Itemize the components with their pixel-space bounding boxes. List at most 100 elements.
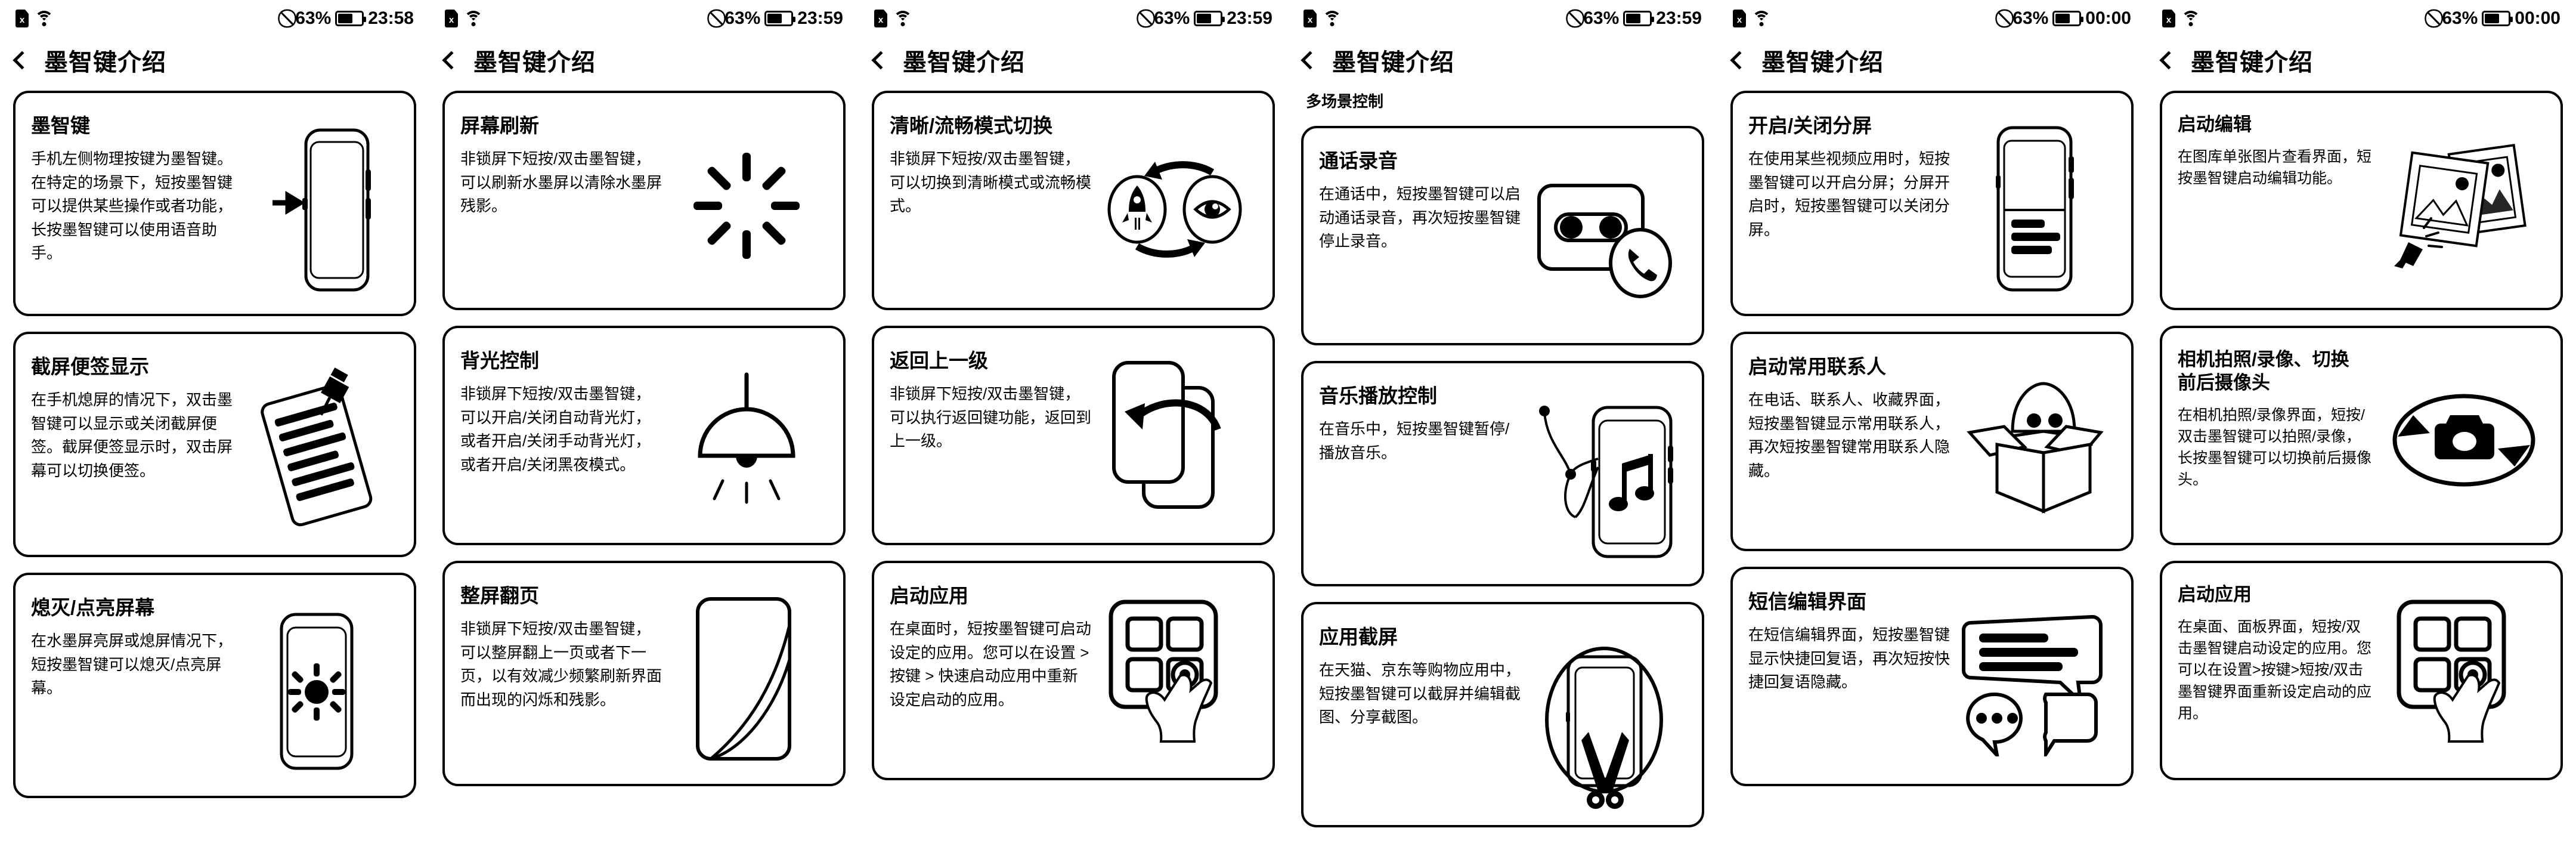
feature-card-body: 在桌面、面板界面，短按/双 击墨智键启动设定的应用。您 可以在设置>按键>短按/… xyxy=(2178,618,2372,722)
status-bar: ⃠ 63% 23:59 xyxy=(1288,0,1717,37)
sim-card-off-icon xyxy=(445,10,458,27)
status-bar: ⃠ 63% 23:59 xyxy=(429,0,859,37)
feature-card-list: 墨智键 手机左侧物理按键为墨智键。 在特定的场景下，短按墨智键 可以提供某些操作… xyxy=(0,84,429,798)
feature-card[interactable]: 返回上一级 非锁屏下短按/双击墨智键， 可以执行返回键功能，返回到 上一级。 xyxy=(872,326,1275,545)
sim-card-off-icon xyxy=(1733,10,1746,27)
feature-card[interactable]: 屏幕刷新 非锁屏下短按/双击墨智键， 可以刷新水墨屏以清除水墨屏 残影。 xyxy=(442,91,846,310)
page-title: 墨智键介绍 xyxy=(1761,50,1884,76)
feature-card[interactable]: 背光控制 非锁屏下短按/双击墨智键， 可以开启/关闭自动背光灯， 或者开启/关闭… xyxy=(442,326,846,545)
wifi-icon xyxy=(1323,11,1342,26)
feature-card[interactable]: 熄灭/点亮屏幕 在水墨屏亮屏或熄屏情况下， 短按墨智键可以熄灭/点亮屏 幕。 xyxy=(13,573,416,798)
feature-card[interactable]: 应用截屏 在天猫、京东等购物应用中， 短按墨智键可以截屏并编辑截 图、分享截图。 xyxy=(1301,602,1704,827)
back-chevron-icon[interactable] xyxy=(871,51,890,70)
feature-card-body: 在桌面时，短按墨智键可启动 设定的应用。您可以在设置 > 按键 > 快速启动应用… xyxy=(890,620,1092,709)
feature-card-title: 音乐播放控制 xyxy=(1319,385,1437,407)
back-chevron-icon[interactable] xyxy=(2159,51,2178,70)
earphones-music-icon xyxy=(1525,384,1686,568)
feature-card-text: 熄灭/点亮屏幕 在水墨屏亮屏或熄屏情况下， 短按墨智键可以熄灭/点亮屏 幕。 xyxy=(31,595,237,780)
status-right: ⃠ 63% 00:00 xyxy=(2438,8,2560,29)
feature-card-body: 在相机拍照/录像界面，短按/ 双击墨智键可以拍照/录像， 长按墨智键可以切换前后… xyxy=(2178,406,2372,489)
battery-percent: 63% xyxy=(1154,8,1190,28)
page-title: 墨智键介绍 xyxy=(44,50,166,76)
feature-card-text: 开启/关闭分屏 在使用某些视频应用时，短按 墨智键可以开启分屏；分屏开 启时，短… xyxy=(1748,113,1954,298)
feature-card-body: 非锁屏下短按/双击墨智键， 可以刷新水墨屏以清除水墨屏 残影。 xyxy=(460,150,662,215)
app-grid-tap-icon xyxy=(2383,583,2545,762)
feature-card-text: 启动应用 在桌面、面板界面，短按/双 击墨智键启动设定的应用。您 可以在设置>按… xyxy=(2178,583,2383,762)
panel-5: ⃠ 63% 00:00 墨智键介绍 开启/关闭分屏 在使用某些视频应用时，短按 … xyxy=(1717,0,2147,859)
feature-card-title: 返回上一级 xyxy=(890,350,988,372)
battery-icon xyxy=(1194,11,1225,26)
battery-icon xyxy=(2052,11,2084,26)
feature-card-body: 非锁屏下短按/双击墨智键， 可以整屏翻上一页或者下一 页，以有效减少频繁刷新界面… xyxy=(460,620,662,709)
panel-6: ⃠ 63% 00:00 墨智键介绍 启动编辑 在图库单张图片查看界面，短 按墨智… xyxy=(2147,0,2576,859)
battery-percent: 63% xyxy=(1583,8,1620,28)
chat-bubbles-icon xyxy=(1954,589,2116,768)
status-right: ⃠ 63% 00:00 xyxy=(2008,8,2131,29)
feature-card[interactable]: 通话录音 在通话中，短按墨智键可以启 动通话录音，再次短按墨智键 停止录音。 xyxy=(1301,126,1704,345)
feature-card[interactable]: 开启/关闭分屏 在使用某些视频应用时，短按 墨智键可以开启分屏；分屏开 启时，短… xyxy=(1730,91,2134,316)
page-title: 墨智键介绍 xyxy=(903,50,1025,76)
app-grid-tap-icon xyxy=(1095,583,1257,762)
clock: 23:58 xyxy=(368,8,414,28)
sim-card-off-icon xyxy=(2162,10,2175,27)
phone-side-key-arrow-icon xyxy=(237,113,398,298)
wifi-icon xyxy=(464,11,483,26)
feature-card-text: 应用截屏 在天猫、京东等购物应用中， 短按墨智键可以截屏并编辑截 图、分享截图。 xyxy=(1319,625,1525,809)
feature-card[interactable]: 启动常用联系人 在电话、联系人、收藏界面， 短按墨智键显示常用联系人， 再次短按… xyxy=(1730,332,2134,551)
feature-card-title: 屏幕刷新 xyxy=(460,115,539,137)
feature-card-text: 屏幕刷新 非锁屏下短按/双击墨智键， 可以刷新水墨屏以清除水墨屏 残影。 xyxy=(460,113,666,292)
clock: 00:00 xyxy=(2515,8,2560,28)
wifi-icon xyxy=(35,11,54,26)
feature-card[interactable]: 截屏便签显示 在手机熄屏的情况下，双击墨 智键可以显示或关闭截屏便 签。截屏便签… xyxy=(13,332,416,557)
feature-card-text: 启动常用联系人 在电话、联系人、收藏界面， 短按墨智键显示常用联系人， 再次短按… xyxy=(1748,354,1954,533)
battery-icon xyxy=(2482,11,2513,26)
feature-card-text: 启动编辑 在图库单张图片查看界面，短 按墨智键启动编辑功能。 xyxy=(2178,113,2383,292)
feature-card-body: 在音乐中，短按墨智键暂停/ 播放音乐。 xyxy=(1319,420,1510,462)
sim-card-off-icon xyxy=(874,10,887,27)
title-bar: 墨智键介绍 xyxy=(1717,37,2147,84)
feature-card[interactable]: 清晰/流畅模式切换 非锁屏下短按/双击墨智键， 可以切换到清晰模式或流畅模 式。 xyxy=(872,91,1275,310)
feature-card-list: 启动编辑 在图库单张图片查看界面，短 按墨智键启动编辑功能。 xyxy=(2147,84,2576,780)
feature-card-text: 启动应用 在桌面时，短按墨智键可启动 设定的应用。您可以在设置 > 按键 > 快… xyxy=(890,583,1095,762)
feature-card-title: 清晰/流畅模式切换 xyxy=(890,115,1053,137)
back-chevron-icon[interactable] xyxy=(1730,51,1749,70)
back-chevron-icon[interactable] xyxy=(442,51,461,70)
feature-card-text: 短信编辑界面 在短信编辑界面，短按墨智键 显示快捷回复语，再次短按快 捷回复语隐… xyxy=(1748,589,1954,768)
feature-card-body: 非锁屏下短按/双击墨智键， 可以开启/关闭自动背光灯， 或者开启/关闭手动背光灯… xyxy=(460,385,651,474)
feature-card[interactable]: 音乐播放控制 在音乐中，短按墨智键暂停/ 播放音乐。 xyxy=(1301,361,1704,586)
back-chevron-icon[interactable] xyxy=(13,51,32,70)
feature-card-title: 通话录音 xyxy=(1319,150,1398,172)
back-chevron-icon[interactable] xyxy=(1301,51,1320,70)
feature-card-text: 截屏便签显示 在手机熄屏的情况下，双击墨 智键可以显示或关闭截屏便 签。截屏便签… xyxy=(31,354,237,539)
status-left xyxy=(445,10,483,27)
feature-card-body: 在短信编辑界面，短按墨智键 显示快捷回复语，再次短按快 捷回复语隐藏。 xyxy=(1748,626,1950,691)
feature-card-list: 清晰/流畅模式切换 非锁屏下短按/双击墨智键， 可以切换到清晰模式或流畅模 式。… xyxy=(859,84,1288,780)
feature-card-body: 手机左侧物理按键为墨智键。 在特定的场景下，短按墨智键 可以提供某些操作或者功能… xyxy=(31,150,233,262)
feature-card-body: 非锁屏下短按/双击墨智键， 可以切换到清晰模式或流畅模 式。 xyxy=(890,150,1092,215)
feature-card[interactable]: 相机拍照/录像、切换 前后摄像头 在相机拍照/录像界面，短按/ 双击墨智键可以拍… xyxy=(2160,326,2563,545)
battery-percent: 63% xyxy=(295,8,332,28)
feature-card[interactable]: 整屏翻页 非锁屏下短按/双击墨智键， 可以整屏翻上一页或者下一 页，以有效减少频… xyxy=(442,561,846,786)
feature-card[interactable]: 启动应用 在桌面、面板界面，短按/双 击墨智键启动设定的应用。您 可以在设置>按… xyxy=(2160,561,2563,780)
status-right: ⃠ 63% 23:59 xyxy=(1150,8,1272,29)
feature-card[interactable]: 短信编辑界面 在短信编辑界面，短按墨智键 显示快捷回复语，再次短按快 捷回复语隐… xyxy=(1730,567,2134,786)
feature-card-body: 在使用某些视频应用时，短按 墨智键可以开启分屏；分屏开 启时，短按墨智键可以关闭… xyxy=(1748,150,1950,239)
clock: 23:59 xyxy=(797,8,843,28)
battery-icon xyxy=(335,11,367,26)
feature-card[interactable]: 启动编辑 在图库单张图片查看界面，短 按墨智键启动编辑功能。 xyxy=(2160,91,2563,310)
feature-card[interactable]: 启动应用 在桌面时，短按墨智键可启动 设定的应用。您可以在设置 > 按键 > 快… xyxy=(872,561,1275,780)
title-bar: 墨智键介绍 xyxy=(859,37,1288,84)
title-bar: 墨智键介绍 xyxy=(2147,37,2576,84)
page-turn-icon xyxy=(666,583,828,768)
feature-card[interactable]: 墨智键 手机左侧物理按键为墨智键。 在特定的场景下，短按墨智键 可以提供某些操作… xyxy=(13,91,416,316)
feature-card-text: 墨智键 手机左侧物理按键为墨智键。 在特定的场景下，短按墨智键 可以提供某些操作… xyxy=(31,113,237,298)
feature-card-body: 在手机熄屏的情况下，双击墨 智键可以显示或关闭截屏便 签。截屏便签显示时，双击屏… xyxy=(31,391,233,480)
battery-percent: 63% xyxy=(2442,8,2478,28)
panel-1: ⃠ 63% 23:58 墨智键介绍 墨智键 手机左侧物理按键为墨智键。 在特定的… xyxy=(0,0,429,859)
battery-icon xyxy=(1623,11,1655,26)
feature-card-list: 开启/关闭分屏 在使用某些视频应用时，短按 墨智键可以开启分屏；分屏开 启时，短… xyxy=(1717,84,2147,786)
sim-card-off-icon xyxy=(16,10,29,27)
sim-card-off-icon xyxy=(1304,10,1317,27)
status-right: ⃠ 63% 23:58 xyxy=(291,8,414,29)
phone-brightness-icon xyxy=(237,595,398,780)
